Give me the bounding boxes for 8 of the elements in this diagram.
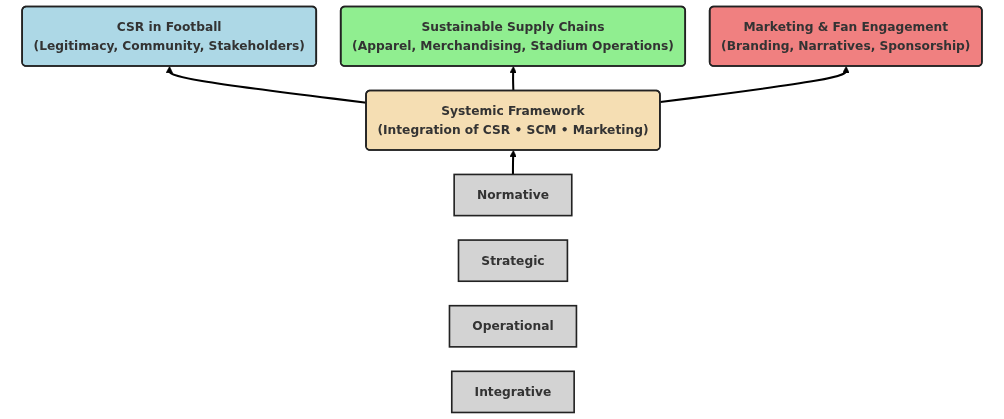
arrow bbox=[165, 66, 367, 104]
node-box: Integrative bbox=[450, 370, 575, 414]
arrow bbox=[509, 150, 517, 175]
node-box: Operational bbox=[448, 304, 578, 348]
arrow bbox=[660, 66, 850, 104]
node-box: Normative bbox=[453, 173, 573, 217]
node-box: Strategic bbox=[457, 239, 569, 283]
arrow bbox=[509, 66, 517, 91]
